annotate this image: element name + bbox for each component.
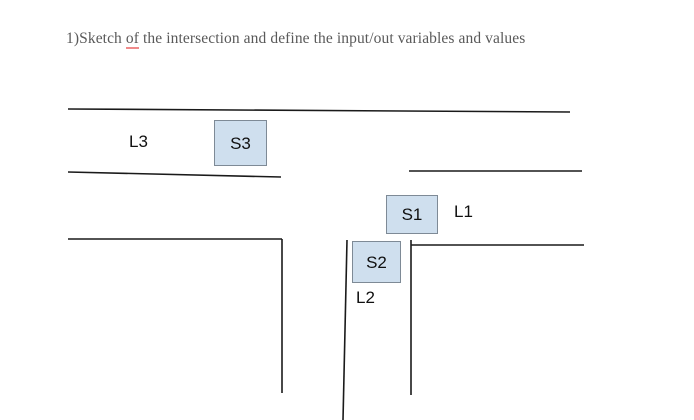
road-label-l2: L2	[356, 288, 375, 307]
road-lines-group	[67, 108, 584, 420]
prompt-number: 1)	[66, 30, 80, 47]
signal-box-s3[interactable]: S3	[214, 120, 267, 166]
signal-box-s2-label: S2	[366, 252, 387, 272]
signal-box-s1-label: S1	[401, 205, 423, 224]
road-line-top-road-lower-edge-left	[67, 171, 282, 178]
signal-box-s2[interactable]: S2	[352, 241, 401, 283]
prompt-text-before: Sketch	[79, 30, 126, 47]
signal-box-s1[interactable]: S1	[386, 195, 438, 234]
question-prompt: 1)Sketch of the intersection and define …	[66, 30, 526, 49]
road-line-center-vertical-road-left-edge	[342, 239, 348, 420]
signal-box-s3-label: S3	[230, 133, 251, 153]
prompt-text-after: the intersection and define the input/ou…	[139, 30, 526, 47]
road-label-l1: L1	[454, 202, 473, 221]
misspelled-word: of	[125, 30, 140, 49]
road-line-top-road-upper-edge	[67, 108, 571, 113]
road-label-l3: L3	[129, 132, 148, 151]
